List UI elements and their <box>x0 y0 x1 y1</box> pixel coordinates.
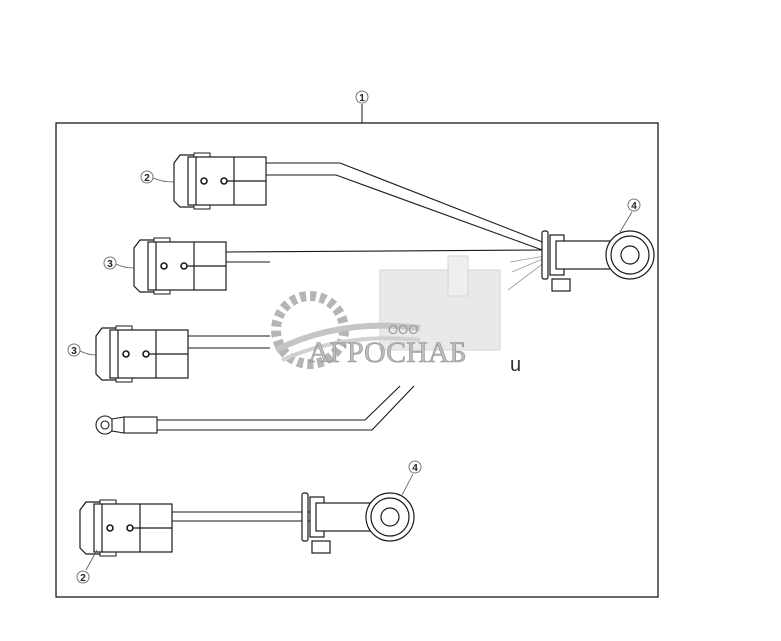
svg-text:4: 4 <box>412 463 418 474</box>
callout-3-upper: 3 <box>103 256 117 270</box>
lower-harness-wires <box>172 511 318 522</box>
watermark-logo <box>271 255 501 369</box>
callout-4-lower: 4 <box>408 460 422 474</box>
connector-2-bottom <box>79 499 173 557</box>
svg-text:3: 3 <box>71 346 77 357</box>
ring-terminal-lower <box>301 492 415 554</box>
svg-text:1: 1 <box>359 93 365 104</box>
callout-4-upper: 4 <box>627 198 641 212</box>
callout-1: 1 <box>355 90 369 104</box>
callout-3-lower: 3 <box>67 343 81 357</box>
stray-glyph: u <box>510 354 521 376</box>
connector-3-lower <box>95 325 189 383</box>
svg-text:2: 2 <box>80 573 86 584</box>
svg-text:3: 3 <box>107 259 113 270</box>
connector-3-upper <box>133 237 227 295</box>
svg-text:2: 2 <box>144 173 150 184</box>
callout-2-bottom: 2 <box>76 570 90 584</box>
connector-2-top <box>173 152 267 210</box>
assembly-frame <box>55 122 659 598</box>
ground-lead <box>95 385 415 435</box>
ring-terminal-upper <box>541 230 655 292</box>
upper-harness-wires <box>188 162 546 349</box>
callout-2-top: 2 <box>140 170 154 184</box>
watermark-brand: АГРОСНАБ <box>308 336 467 369</box>
watermark-prefix: ООО <box>388 322 418 337</box>
svg-text:4: 4 <box>631 201 637 212</box>
